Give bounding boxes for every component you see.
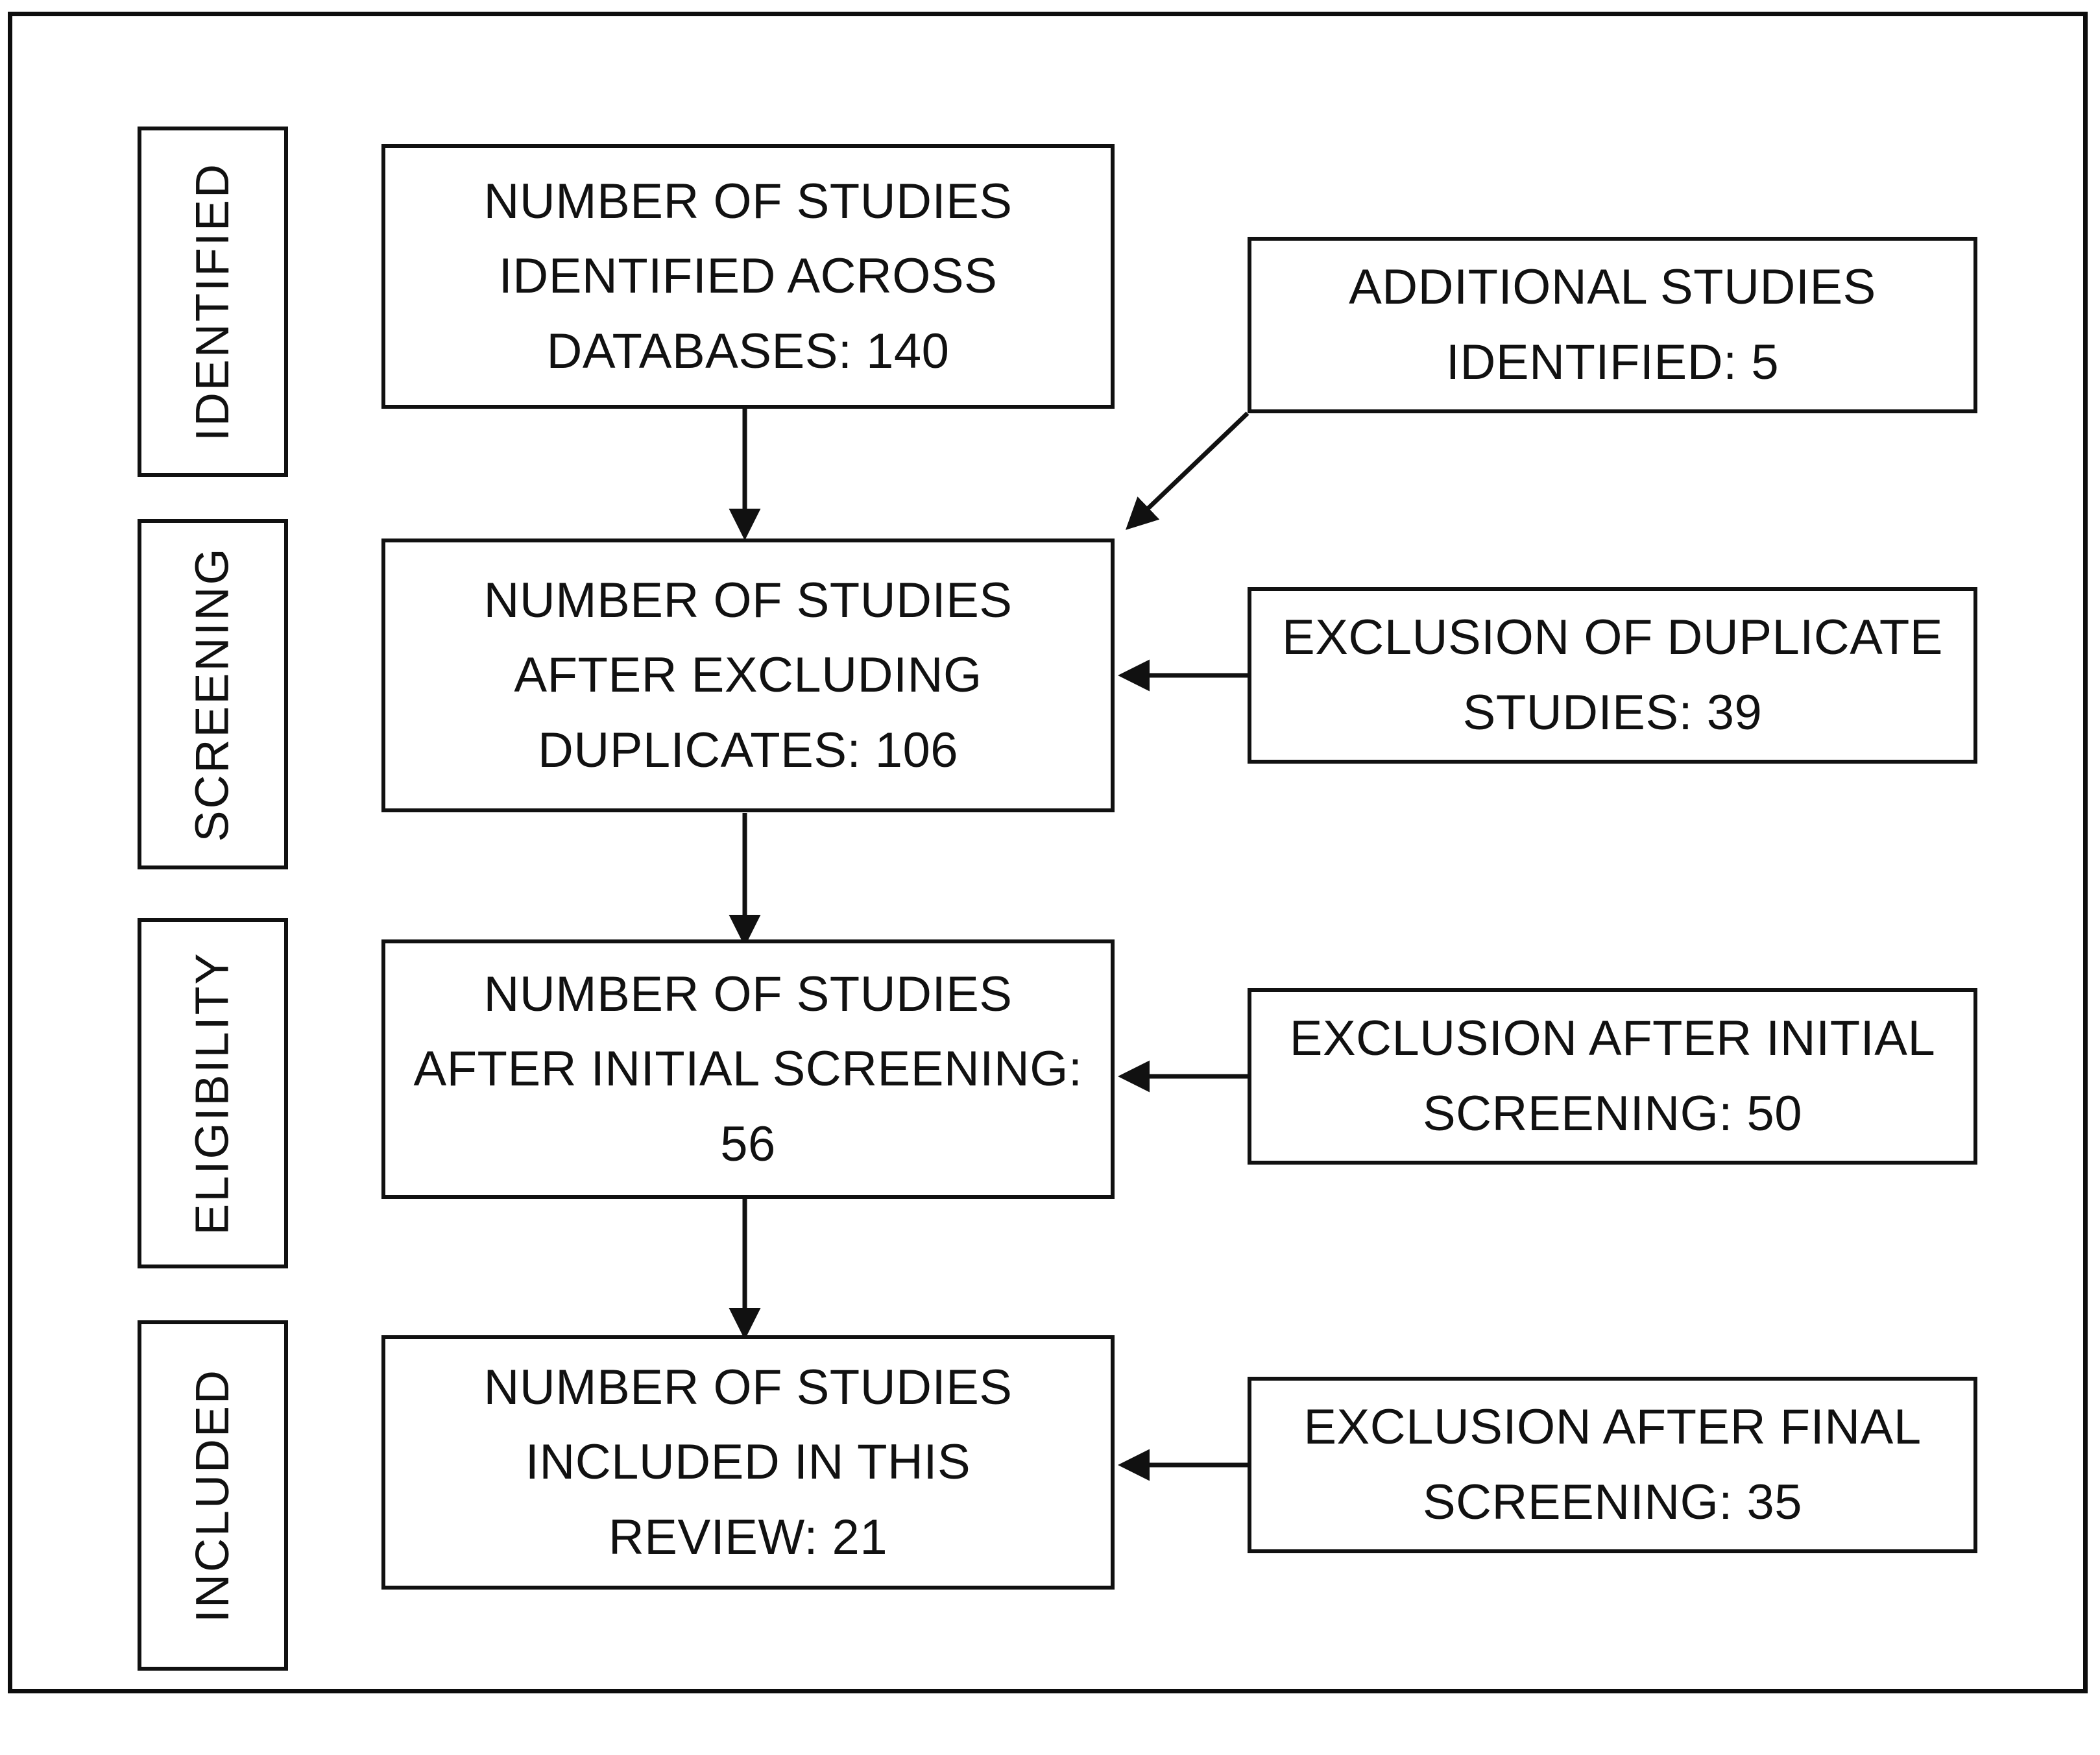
stage-label-screening-text: SCREENING xyxy=(187,546,239,842)
final-screening-exclusion-box-line-2: SCREENING: 35 xyxy=(1422,1475,1803,1530)
stage-label-identified: IDENTIFIED xyxy=(138,127,288,477)
after-duplicates-box-line-2: AFTER EXCLUDING xyxy=(514,648,982,703)
additional-studies-box-line-1: ADDITIONAL STUDIES xyxy=(1349,260,1876,315)
initial-screening-exclusion-box-line-1: EXCLUSION AFTER INITIAL xyxy=(1289,1011,1936,1067)
identified-box-line-3: DATABASES: 140 xyxy=(546,323,950,379)
final-screening-exclusion-box: EXCLUSION AFTER FINAL SCREENING: 35 xyxy=(1248,1377,1977,1553)
additional-studies-box-line-2: IDENTIFIED: 5 xyxy=(1445,335,1780,390)
initial-screening-exclusion-box-line-2: SCREENING: 50 xyxy=(1422,1086,1803,1141)
after-duplicates-box-line-1: NUMBER OF STUDIES xyxy=(483,572,1013,628)
duplicate-exclusion-box-line-1: EXCLUSION OF DUPLICATE xyxy=(1282,610,1943,666)
identified-box-line-1: NUMBER OF STUDIES xyxy=(483,173,1013,229)
after-initial-screening-box-line-2: AFTER INITIAL SCREENING: xyxy=(413,1041,1083,1097)
included-box-line-3: REVIEW: 21 xyxy=(608,1509,888,1565)
identified-box-line-2: IDENTIFIED ACROSS xyxy=(498,248,998,304)
stage-label-screening: SCREENING xyxy=(138,519,288,869)
after-initial-screening-box: NUMBER OF STUDIES AFTER INITIAL SCREENIN… xyxy=(381,939,1115,1199)
after-initial-screening-box-line-3: 56 xyxy=(720,1116,776,1172)
included-box-line-1: NUMBER OF STUDIES xyxy=(483,1359,1013,1415)
stage-label-included-text: INCLUDED xyxy=(187,1368,239,1623)
final-screening-exclusion-box-line-1: EXCLUSION AFTER FINAL xyxy=(1303,1399,1922,1455)
after-duplicates-box-line-3: DUPLICATES: 106 xyxy=(537,722,959,778)
included-box-line-2: INCLUDED IN THIS xyxy=(525,1434,971,1490)
after-duplicates-box: NUMBER OF STUDIES AFTER EXCLUDING DUPLIC… xyxy=(381,539,1115,812)
identified-box: NUMBER OF STUDIES IDENTIFIED ACROSS DATA… xyxy=(381,144,1115,409)
duplicate-exclusion-box-line-2: STUDIES: 39 xyxy=(1462,685,1763,740)
stage-label-eligibility-text: ELIGIBILITY xyxy=(187,951,239,1235)
stage-label-identified-text: IDENTIFIED xyxy=(187,162,239,442)
stage-label-eligibility: ELIGIBILITY xyxy=(138,918,288,1268)
included-box: NUMBER OF STUDIES INCLUDED IN THIS REVIE… xyxy=(381,1335,1115,1590)
duplicate-exclusion-box: EXCLUSION OF DUPLICATE STUDIES: 39 xyxy=(1248,587,1977,764)
after-initial-screening-box-line-1: NUMBER OF STUDIES xyxy=(483,966,1013,1022)
stage-label-included: INCLUDED xyxy=(138,1320,288,1671)
additional-studies-box: ADDITIONAL STUDIES IDENTIFIED: 5 xyxy=(1248,237,1977,413)
initial-screening-exclusion-box: EXCLUSION AFTER INITIAL SCREENING: 50 xyxy=(1248,988,1977,1165)
